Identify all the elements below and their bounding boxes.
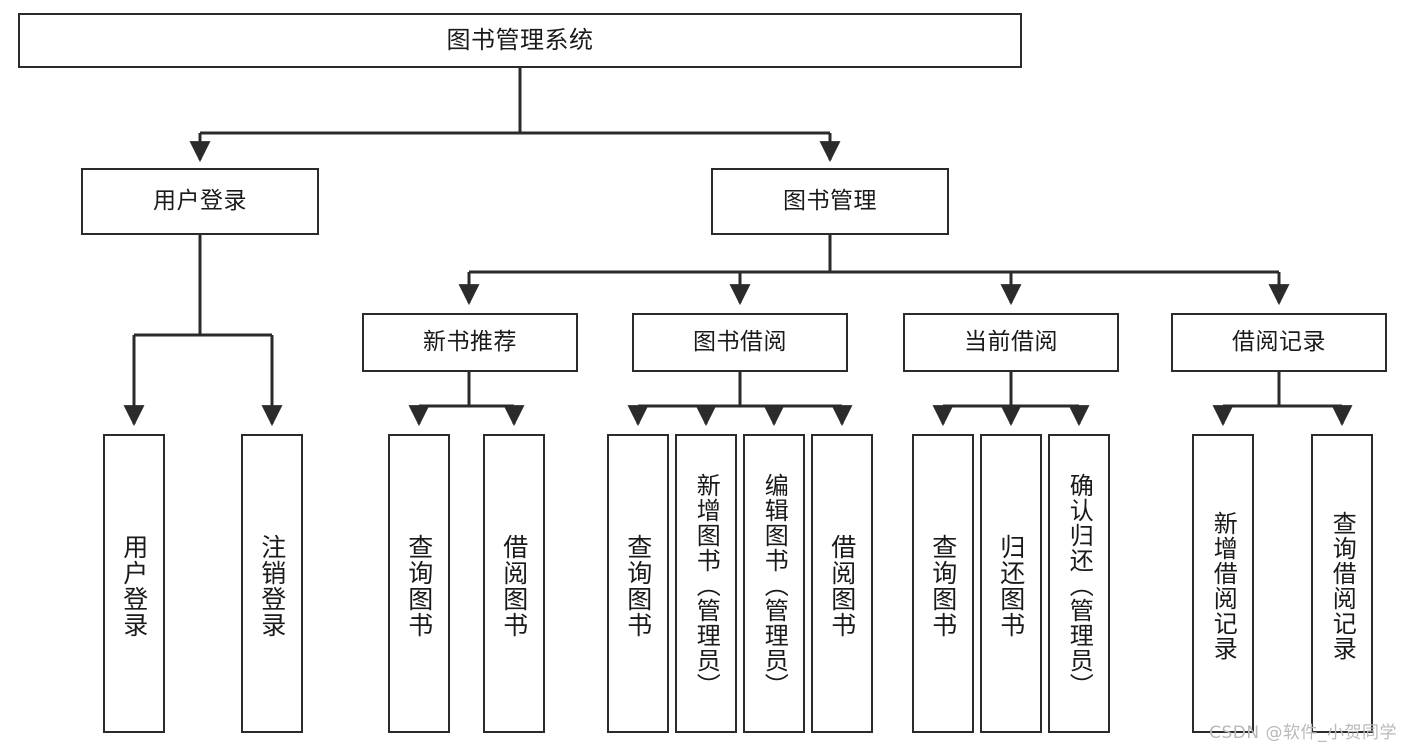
node-label: 查询图书 [623,533,653,638]
leaf-current-return-book[interactable]: 归还图书 [980,434,1042,733]
leaf-borrow-query-book[interactable]: 查询图书 [607,434,669,733]
node-label: 新书推荐 [423,328,517,355]
leaf-user-login-signout[interactable]: 注销登录 [241,434,303,733]
node-label: 查询借阅记录 [1328,510,1357,661]
node-label: 当前借阅 [964,328,1058,355]
leaf-borrow-add-book-admin[interactable]: 新增图书（管理员） [675,434,737,733]
node-label: 用户登录 [153,187,247,214]
leaf-current-confirm-return-admin[interactable]: 确认归还（管理员） [1048,434,1110,733]
node-user-login[interactable]: 用户登录 [81,168,319,235]
node-label: 注销登录 [257,533,287,638]
node-current-borrow[interactable]: 当前借阅 [903,313,1119,372]
node-borrow-record[interactable]: 借阅记录 [1171,313,1387,372]
node-label: 借阅图书 [499,533,529,638]
node-label: 图书借阅 [693,328,787,355]
node-label: 新增图书（管理员） [692,473,721,698]
node-label: 借阅记录 [1232,328,1326,355]
leaf-record-query-record[interactable]: 查询借阅记录 [1311,434,1373,733]
node-book-borrow[interactable]: 图书借阅 [632,313,848,372]
node-label: 新增借阅记录 [1209,510,1238,661]
leaf-borrow-borrow-book[interactable]: 借阅图书 [811,434,873,733]
node-label: 图书管理系统 [446,26,594,55]
leaf-recommend-borrow-book[interactable]: 借阅图书 [483,434,545,733]
node-label: 图书管理 [783,187,877,214]
leaf-user-login-signin[interactable]: 用户登录 [103,434,165,733]
node-label: 编辑图书（管理员） [760,473,789,698]
leaf-current-query-book[interactable]: 查询图书 [912,434,974,733]
leaf-recommend-query-book[interactable]: 查询图书 [388,434,450,733]
node-label: 查询图书 [404,533,434,638]
node-label: 查询图书 [928,533,958,638]
node-label: 用户登录 [119,533,149,638]
node-label: 归还图书 [996,533,1026,638]
node-label: 借阅图书 [827,533,857,638]
leaf-record-add-record[interactable]: 新增借阅记录 [1192,434,1254,733]
node-label: 确认归还（管理员） [1065,473,1094,698]
node-new-book-recommend[interactable]: 新书推荐 [362,313,578,372]
leaf-borrow-edit-book-admin[interactable]: 编辑图书（管理员） [743,434,805,733]
node-root-system[interactable]: 图书管理系统 [18,13,1022,68]
node-book-management[interactable]: 图书管理 [711,168,949,235]
